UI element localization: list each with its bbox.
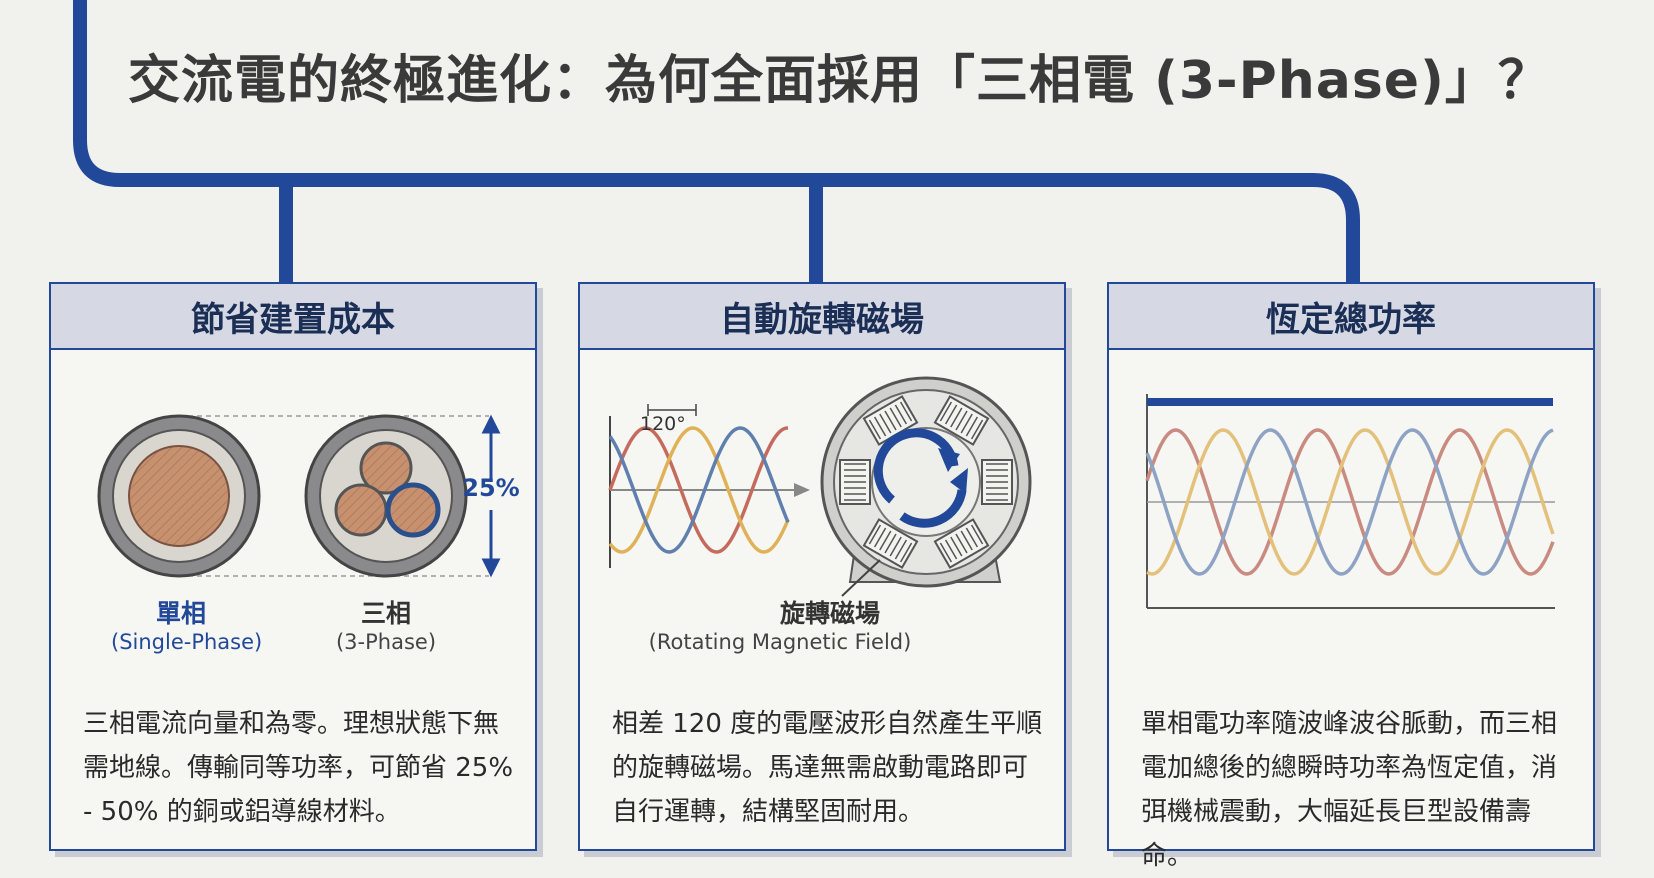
card-title: 恆定總功率 — [1109, 284, 1593, 350]
card-description: 三相電流向量和為零。理想狀態下無需地線。傳輸同等功率，可節省 25% - 50%… — [83, 709, 514, 827]
page-title: 交流電的終極進化：為何全面採用「三相電 (3-Phase)」？ — [128, 51, 1551, 111]
motor-stator-icon — [820, 376, 1032, 588]
single-phase-label: 單相 (Single-Phase) — [111, 594, 263, 654]
phase-a-power-wave — [1145, 428, 1555, 576]
card-cost-saving: 節省建置成本 2 — [49, 282, 537, 851]
phase-b-wave — [608, 426, 790, 554]
card-constant-power: 恆定總功率 單相電功率隨波峰波谷脈動，而三相電加總後的總瞬時功率為恆定值，消弭機… — [1107, 282, 1595, 871]
card-title: 自動旋轉磁場 — [580, 284, 1064, 350]
three-phase-cable-icon — [304, 414, 468, 578]
stator-coil — [933, 395, 990, 446]
rotating-field-label: 旋轉磁場 (Rotating Magnetic Field) — [600, 594, 960, 654]
rotating-field-illustration — [608, 376, 1032, 597]
three-phase-en: (3-Phase) — [335, 630, 437, 654]
phase-c-wave — [608, 426, 790, 554]
connector-lines — [73, 0, 1360, 282]
stator-coil — [933, 518, 990, 569]
phase-c-power-wave — [1145, 428, 1554, 576]
single-phase-cn: 單相 — [155, 599, 206, 628]
single-phase-en: (Single-Phase) — [111, 630, 263, 654]
stator-coil — [839, 459, 871, 505]
card-description: 單相電功率隨波峰波谷脈動，而三相電加總後的總瞬時功率為恆定值，消弭機械震動，大幅… — [1141, 709, 1558, 871]
stator-coil — [981, 459, 1013, 505]
stator-coil — [862, 518, 919, 569]
percent-label: 25% — [462, 474, 520, 502]
cable-cross-section-illustration — [97, 414, 523, 578]
card-rotating-field: 自動旋轉磁場 120° 旋轉磁場 (Rotating Magnetic F — [578, 282, 1066, 851]
card-title: 節省建置成本 — [51, 284, 535, 350]
phase-b-power-wave — [1146, 428, 1555, 576]
constant-power-graph — [1145, 394, 1555, 609]
three-phase-cn: 三相 — [360, 599, 411, 628]
rotating-field-cn: 旋轉磁場 — [779, 599, 880, 628]
phase-angle-label: 120° — [640, 413, 686, 435]
rotating-field-en: (Rotating Magnetic Field) — [648, 630, 912, 654]
three-phase-label: 三相 (3-Phase) — [316, 594, 456, 654]
single-phase-cable-icon — [97, 414, 261, 578]
phase-a-wave — [608, 426, 789, 554]
rotation-arrow-icon — [873, 428, 967, 528]
card-description: 相差 120 度的電壓波形自然產生平順的旋轉磁場。馬達無需啟動電路即可自行運轉，… — [612, 709, 1043, 827]
